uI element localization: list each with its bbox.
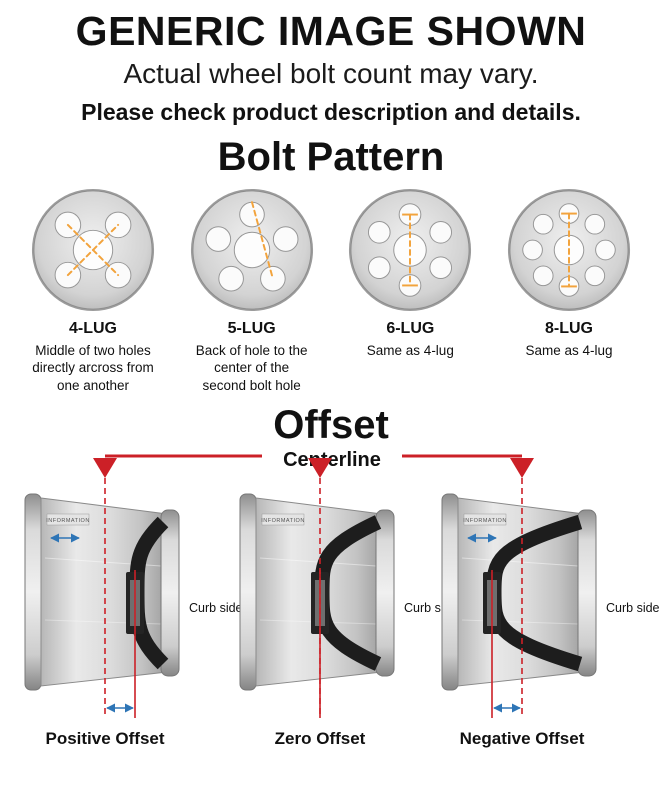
offset-type-label: Positive Offset <box>45 729 164 748</box>
lug-description: Back of hole to the center of the second… <box>195 343 308 393</box>
wheel-front-lip <box>375 509 395 677</box>
rim-stamp-box <box>46 513 90 526</box>
lug-description: Same as 4-lug <box>366 343 454 358</box>
wheel-back-lip <box>441 493 459 691</box>
offset-type-label: Negative Offset <box>460 729 585 748</box>
curb-side-label: Curb side <box>189 601 243 615</box>
bolt-hole <box>532 265 554 287</box>
lug-row: 4-LUG Middle of two holes directly arcro… <box>0 178 662 394</box>
measurement-line <box>66 223 120 277</box>
bolt-hole <box>522 239 543 261</box>
bolt-pattern-title: Bolt Pattern <box>217 135 445 179</box>
rim-stamp-text: INFORMATION <box>46 518 90 524</box>
lug-diagram-6 <box>349 188 472 312</box>
bolt-hole <box>205 226 231 252</box>
wheel-front-lip <box>577 509 597 677</box>
curb-side-label: Curb side <box>606 601 660 615</box>
bolt-hole <box>429 256 453 280</box>
bolt-hole <box>584 213 606 235</box>
lug-figure-5: 5-LUG Back of hole to the center of the … <box>173 186 331 394</box>
lug-diagram-5 <box>190 188 313 312</box>
bolt-hole <box>584 265 606 287</box>
bolt-pattern-section: Bolt Pattern 4-LUG Middle of two holes d… <box>0 136 662 394</box>
lug-figure-8: 8-LUG Same as 4-lug <box>490 186 648 394</box>
main-title: GENERIC IMAGE SHOWN <box>75 8 587 54</box>
lug-description: Middle of two holes directly arcross fro… <box>32 343 154 393</box>
offset-title: Offset <box>273 402 389 447</box>
centerline-triangle <box>510 457 534 478</box>
rim-stamp-text: INFORMATION <box>261 518 305 524</box>
centerline-triangle <box>93 457 117 478</box>
lug-label: 5-LUG <box>227 320 276 337</box>
bolt-hole <box>429 220 453 244</box>
lug-label: 4-LUG <box>69 320 117 337</box>
bolt-hole <box>532 213 554 235</box>
lug-figure-6: 6-LUG Same as 4-lug <box>331 186 489 394</box>
bolt-hole <box>259 265 286 292</box>
wheel-back-lip <box>24 493 42 691</box>
wheel-infographic: GENERIC IMAGE SHOWN Actual wheel bolt co… <box>0 8 662 748</box>
rim-stamp-text: INFORMATION <box>463 518 507 524</box>
centerline-label: Centerline <box>283 449 381 471</box>
lug-diagram-4 <box>31 188 155 312</box>
measurement-line <box>250 201 274 280</box>
bolt-hole <box>368 256 391 280</box>
bolt-hole <box>368 220 391 244</box>
lug-label: 6-LUG <box>386 320 435 337</box>
lug-figure-4: 4-LUG Middle of two holes directly arcro… <box>14 186 172 394</box>
bolt-hole <box>217 265 244 292</box>
wheel-front-lip <box>160 509 180 677</box>
wheel-back-lip <box>239 493 257 691</box>
rim-stamp-box <box>463 513 507 526</box>
lug-diagram-8 <box>507 188 631 312</box>
offset-type-label: Zero Offset <box>275 729 366 748</box>
centerline-triangle <box>308 457 332 478</box>
bolt-hole <box>272 226 299 252</box>
center-bore <box>233 231 270 269</box>
lug-description: Same as 4-lug <box>525 343 613 358</box>
rim-stamp-box <box>261 513 305 526</box>
note-text: Please check product description and det… <box>81 99 581 125</box>
subtitle: Actual wheel bolt count may vary. <box>123 58 539 89</box>
bolt-hole <box>595 239 616 261</box>
lug-label: 8-LUG <box>544 320 593 337</box>
